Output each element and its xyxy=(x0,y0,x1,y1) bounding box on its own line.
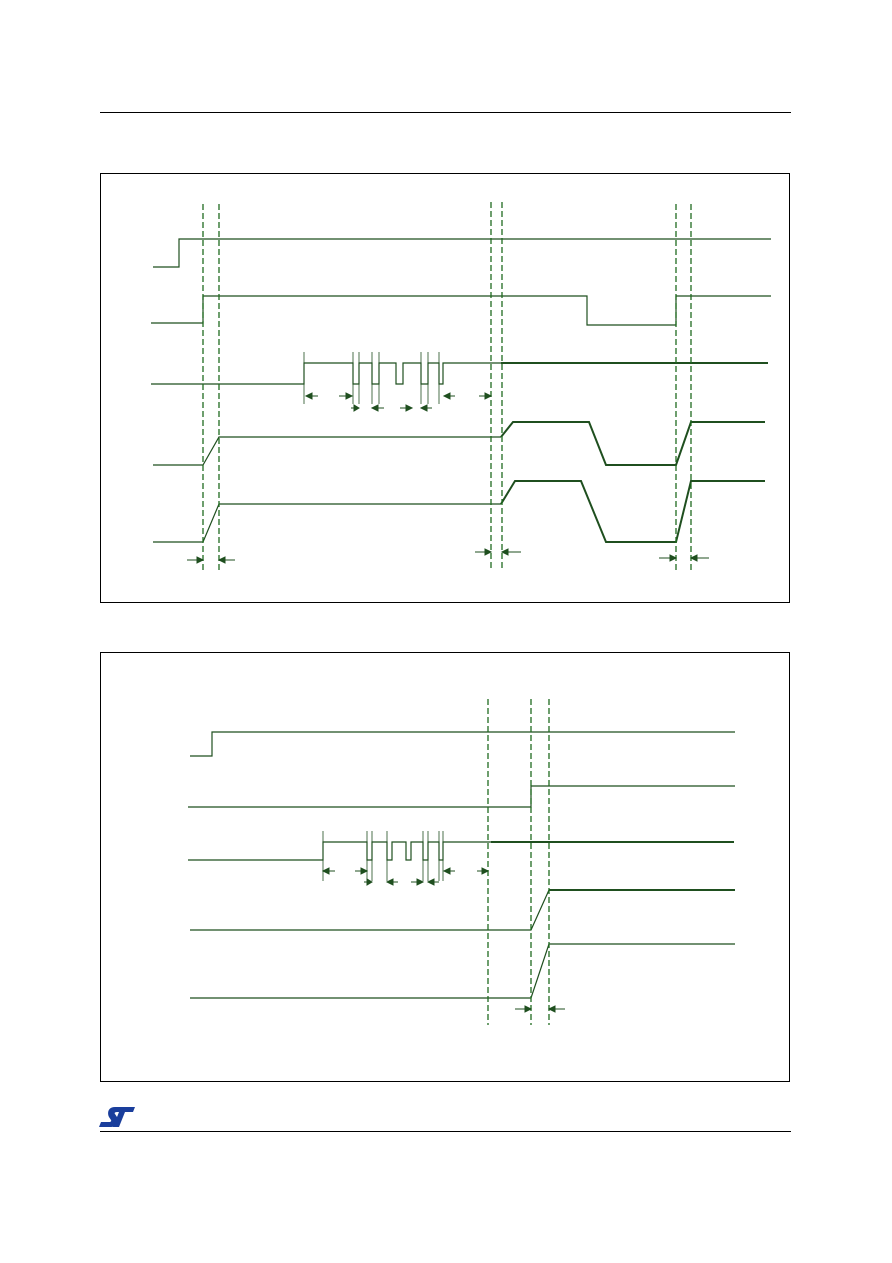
signal-5-waveform xyxy=(153,503,501,543)
signal-5-waveform-b xyxy=(500,480,765,543)
footer-rule xyxy=(100,1131,791,1132)
signal-2-waveform xyxy=(151,295,771,326)
timing-diagram-2-svg xyxy=(188,699,735,1025)
signal-5-waveform xyxy=(190,943,735,999)
signal-1-waveform xyxy=(190,731,735,757)
header-rule xyxy=(100,112,791,113)
signal-3-waveform xyxy=(188,841,491,861)
timing-diagram-2 xyxy=(100,652,790,1082)
timing-diagram-1 xyxy=(100,173,790,603)
signal-4-waveform-b xyxy=(500,421,765,466)
signal-2-waveform xyxy=(188,785,735,808)
signal-4-waveform xyxy=(153,436,501,466)
signal-4-waveform xyxy=(190,889,550,931)
timing-diagram-1-svg xyxy=(151,202,771,570)
st-logo xyxy=(99,1107,135,1127)
signal-1-waveform xyxy=(153,238,771,268)
